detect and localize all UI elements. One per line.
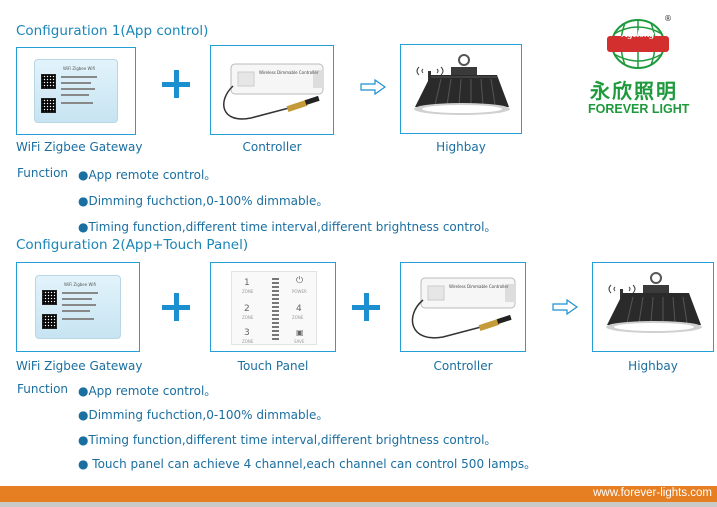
plus-icon [162, 293, 190, 321]
highbay-lamp [414, 54, 510, 115]
config1-heading: Configuration 1(App control) [16, 23, 209, 39]
panel-zone-number: 3 [244, 328, 250, 338]
panel-zone-label: ZONE [242, 315, 254, 320]
panel-zone-number: 1 [244, 278, 250, 288]
controller-device-label: Wireless Dimmable Controller [259, 70, 319, 75]
config2-bullet: ●Timing function,different time interval… [78, 433, 497, 447]
config1-bullet: ●Timing function,different time interval… [78, 220, 497, 234]
config1-controller-caption: Controller [242, 140, 302, 154]
touch-panel-device: 1 ZONE 2 ZONE 3 ZONE ⏻ POWER 4 ZONE ▣ SA… [231, 271, 317, 345]
config2-touch-panel-image: 1 ZONE 2 ZONE 3 ZONE ⏻ POWER 4 ZONE ▣ SA… [210, 262, 336, 352]
panel-save-label: SAVE [294, 339, 305, 344]
power-icon: ⏻ [296, 276, 304, 286]
panel-zone-number: 2 [244, 304, 250, 314]
controller-device [411, 277, 516, 339]
qr-code-icon [42, 290, 57, 305]
panel-zone-label: ZONE [242, 339, 254, 344]
config1-gateway-caption: WiFi Zigbee Gateway [16, 140, 143, 154]
config1-gateway-image: WiFi Zigbee Wifi [16, 47, 136, 135]
panel-power-label: POWER [292, 289, 307, 294]
panel-zone-label: ZONE [292, 315, 304, 320]
config2-bullet: ● Touch panel can achieve 4 channel,each… [78, 457, 537, 471]
config2-function-label: Function [17, 382, 69, 396]
controller-device [223, 63, 324, 120]
panel-zone-number: 4 [296, 304, 302, 314]
dimmer-slider-strip [272, 278, 279, 340]
config2-bullet: ●Dimming fuchction,0-100% dimmable。 [78, 408, 329, 422]
config1-function-label: Function [17, 166, 69, 180]
gateway-device-label: WiFi Zigbee Wifi [63, 66, 95, 71]
agelong-logo [607, 19, 669, 69]
brand-name-en: FOREVER LIGHT [588, 102, 690, 116]
footer-bar [0, 486, 717, 502]
config2-touch-panel-caption: Touch Panel [237, 359, 309, 373]
registered-mark: ® [664, 14, 672, 23]
config2-gateway-caption: WiFi Zigbee Gateway [16, 359, 143, 373]
config1-bullet: ●Dimming fuchction,0-100% dimmable。 [78, 194, 329, 208]
brand-badge-text: Agelong [621, 30, 655, 40]
config2-gateway-image: WiFi Zigbee Wifi [16, 262, 140, 352]
config2-heading: Configuration 2(App+Touch Panel) [16, 237, 249, 253]
config2-controller-caption: Controller [433, 359, 493, 373]
config2-bullet: ●App remote control。 [78, 384, 217, 398]
config2-highbay-caption: Highbay [628, 359, 678, 373]
save-icon: ▣ [296, 328, 304, 337]
qr-code-icon [41, 74, 56, 89]
config1-bullet: ●App remote control。 [78, 168, 217, 182]
panel-zone-label: ZONE [242, 289, 254, 294]
gateway-device: WiFi Zigbee Wifi [34, 59, 118, 123]
qr-code-icon [42, 314, 57, 329]
plus-icon [352, 293, 380, 321]
config2-highbay-image [592, 262, 714, 352]
arrow-right-icon [360, 79, 386, 95]
arrow-right-icon [552, 299, 578, 315]
config1-highbay-image [400, 44, 522, 134]
qr-code-icon [41, 98, 56, 113]
plus-icon [162, 70, 190, 98]
gateway-device-label: WiFi Zigbee Wifi [64, 282, 96, 287]
highbay-lamp [606, 272, 702, 333]
controller-device-label: Wireless Dimmable Controller [449, 284, 509, 289]
config1-highbay-caption: Highbay [436, 140, 486, 154]
brand-name-cn: 永欣照明 [590, 79, 678, 103]
config2-controller-image: Wireless Dimmable Controller [400, 262, 526, 352]
footer-bottom-strip [0, 502, 717, 507]
gateway-device: WiFi Zigbee Wifi [35, 275, 121, 339]
footer-url: www.forever-lights.com [593, 487, 712, 499]
config1-controller-image: Wireless Dimmable Controller [210, 45, 334, 135]
